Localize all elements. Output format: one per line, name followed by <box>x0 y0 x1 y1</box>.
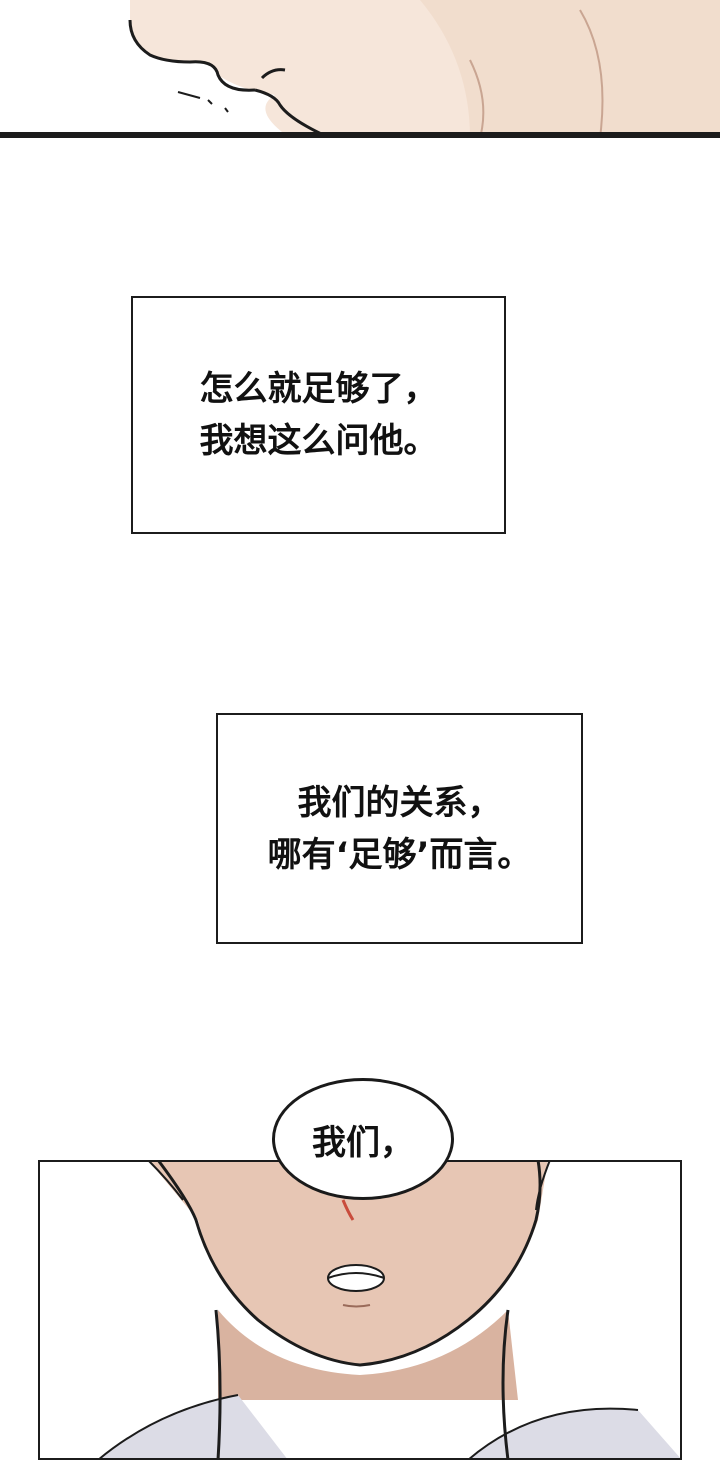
narration-box: 我们的关系， 哪有‘足够’而言。 <box>216 713 583 944</box>
narration-line: 哪有‘足够’而言。 <box>267 834 532 875</box>
narration-line: 怎么就足够了， <box>199 369 438 409</box>
face-neck-illustration <box>38 1160 682 1460</box>
narration-line: 我们的关系， <box>297 782 502 823</box>
narration-box: 怎么就足够了， 我想这么问他。 <box>131 296 506 534</box>
narration-line: 我想这么问他。 <box>199 421 438 461</box>
speech-bubble-text: 我们， <box>312 1122 414 1163</box>
bottom-panel <box>38 1160 682 1460</box>
face-chin-illustration <box>0 0 720 138</box>
speech-bubble: 我们， <box>272 1078 454 1200</box>
top-panel <box>0 0 720 138</box>
